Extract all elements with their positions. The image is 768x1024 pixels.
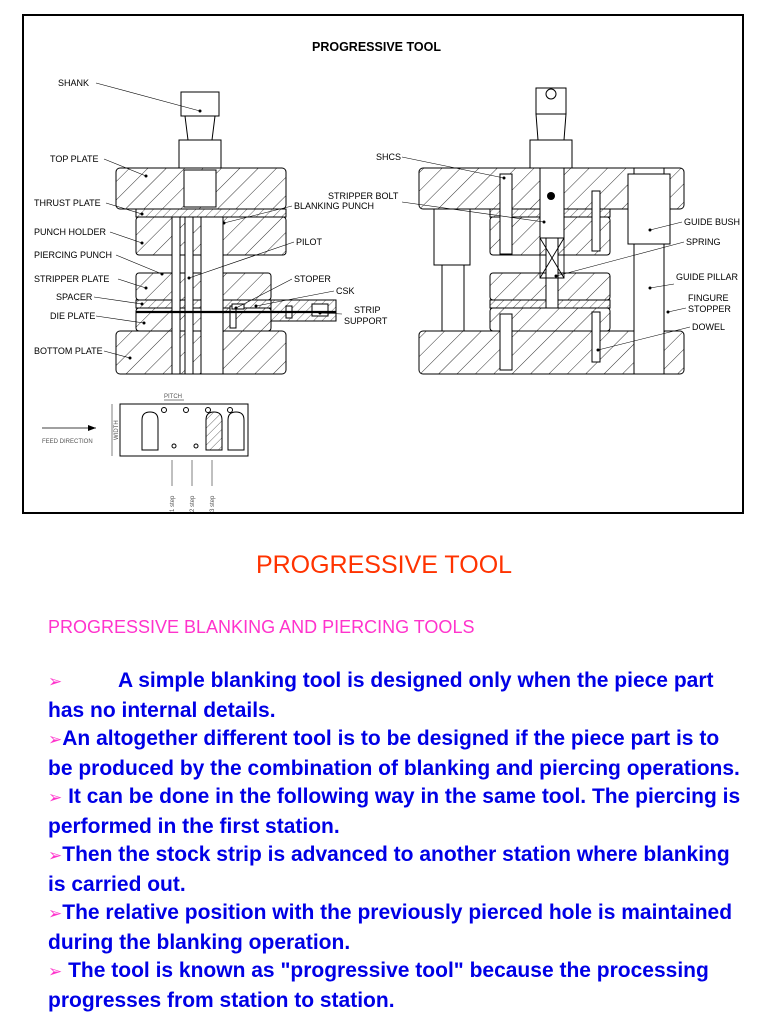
arrow-bullet-icon: ➢	[48, 788, 63, 807]
label-pitch: PITCH	[164, 394, 182, 400]
label-guide-bush: GUIDE BUSH	[684, 217, 740, 227]
label-top-plate: TOP PLATE	[50, 154, 99, 164]
spring	[539, 237, 565, 279]
label-csk: CSK	[336, 286, 355, 296]
list-item-text: The relative position with the previousl…	[48, 901, 733, 954]
list-item: ➢An altogether different tool is to be d…	[48, 725, 748, 783]
bullet-list: ➢A simple blanking tool is designed only…	[48, 667, 748, 1015]
right-labels: SHCS STRIPPER BOLT GUIDE BUSH SPRING GUI…	[328, 152, 740, 352]
list-item-text: An altogether different tool is to be de…	[48, 727, 740, 780]
list-item: ➢A simple blanking tool is designed only…	[48, 667, 748, 725]
arrow-bullet-icon: ➢	[48, 846, 63, 865]
bottom-plate-right	[418, 330, 685, 375]
arrow-bullet-icon: ➢	[48, 962, 63, 981]
label-feed-direction: FEED DIRECTION	[42, 439, 93, 445]
label-blanking-punch: BLANKING PUNCH	[294, 201, 374, 211]
label-die-plate: DIE PLATE	[50, 311, 95, 321]
label-stopper: STOPPER	[688, 304, 731, 314]
tool-drawing: PROGRESSIVE TOOL	[34, 40, 740, 512]
progressive-tool-figure: PROGRESSIVE TOOL	[22, 14, 744, 514]
label-width: WIDTH	[114, 420, 120, 440]
label-spacer: SPACER	[56, 292, 93, 302]
guide-bush-left	[433, 208, 471, 266]
label-support: SUPPORT	[344, 316, 388, 326]
piercing-punch-left	[171, 216, 181, 375]
label-fingure: FINGURE	[688, 293, 729, 303]
blanking-punch-left	[200, 216, 224, 375]
label-piercing-punch: PIERCING PUNCH	[34, 250, 112, 260]
page-title: PROGRESSIVE TOOL	[255, 551, 513, 579]
strip-layout: FEED DIRECTION WIDTH PITCH 1 step 2 step…	[42, 394, 249, 512]
label-dowel: DOWEL	[692, 322, 725, 332]
list-item-text: Then the stock strip is advanced to anot…	[48, 843, 730, 896]
label-punch-holder: PUNCH HOLDER	[34, 227, 107, 237]
section-subtitle: PROGRESSIVE BLANKING AND PIERCING TOOLS	[48, 617, 475, 637]
stripper-bolt	[539, 167, 565, 239]
list-item: ➢ It can be done in the following way in…	[48, 783, 748, 841]
label-strip: STRIP	[354, 305, 381, 315]
label-shcs: SHCS	[376, 152, 401, 162]
arrow-bullet-icon: ➢	[48, 672, 63, 691]
left-section-view	[115, 91, 337, 375]
label-spring: SPRING	[686, 237, 721, 247]
label-step-3: 3 step	[210, 495, 216, 512]
label-shank: SHANK	[58, 78, 89, 88]
label-thrust-plate: THRUST PLATE	[34, 198, 101, 208]
guide-pillar-left	[441, 264, 465, 332]
label-bottom-plate: BOTTOM PLATE	[34, 346, 103, 356]
list-item: ➢Then the stock strip is advanced to ano…	[48, 841, 748, 899]
right-section-view	[418, 87, 685, 375]
list-item-text: It can be done in the following way in t…	[48, 785, 741, 838]
label-stoper: STOPER	[294, 274, 331, 284]
label-stripper-bolt: STRIPPER BOLT	[328, 191, 399, 201]
figure-title: PROGRESSIVE TOOL	[312, 40, 441, 54]
arrow-bullet-icon: ➢	[48, 904, 63, 923]
label-stripper-plate: STRIPPER PLATE	[34, 274, 109, 284]
label-pilot: PILOT	[296, 237, 323, 247]
list-item: ➢ The tool is known as "progressive tool…	[48, 957, 748, 1015]
label-guide-pillar: GUIDE PILLAR	[676, 272, 739, 282]
label-step-1: 1 step	[170, 495, 176, 512]
list-item-text: A simple blanking tool is designed only …	[48, 669, 714, 722]
left-labels: SHANK TOP PLATE THRUST PLATE PUNCH HOLDE…	[34, 78, 388, 360]
label-step-2: 2 step	[190, 495, 196, 512]
stock-strip	[119, 403, 249, 457]
list-item-text: The tool is known as "progressive tool" …	[48, 959, 709, 1012]
dowel	[591, 311, 601, 363]
arrow-bullet-icon: ➢	[48, 730, 63, 749]
list-item: ➢The relative position with the previous…	[48, 899, 748, 957]
